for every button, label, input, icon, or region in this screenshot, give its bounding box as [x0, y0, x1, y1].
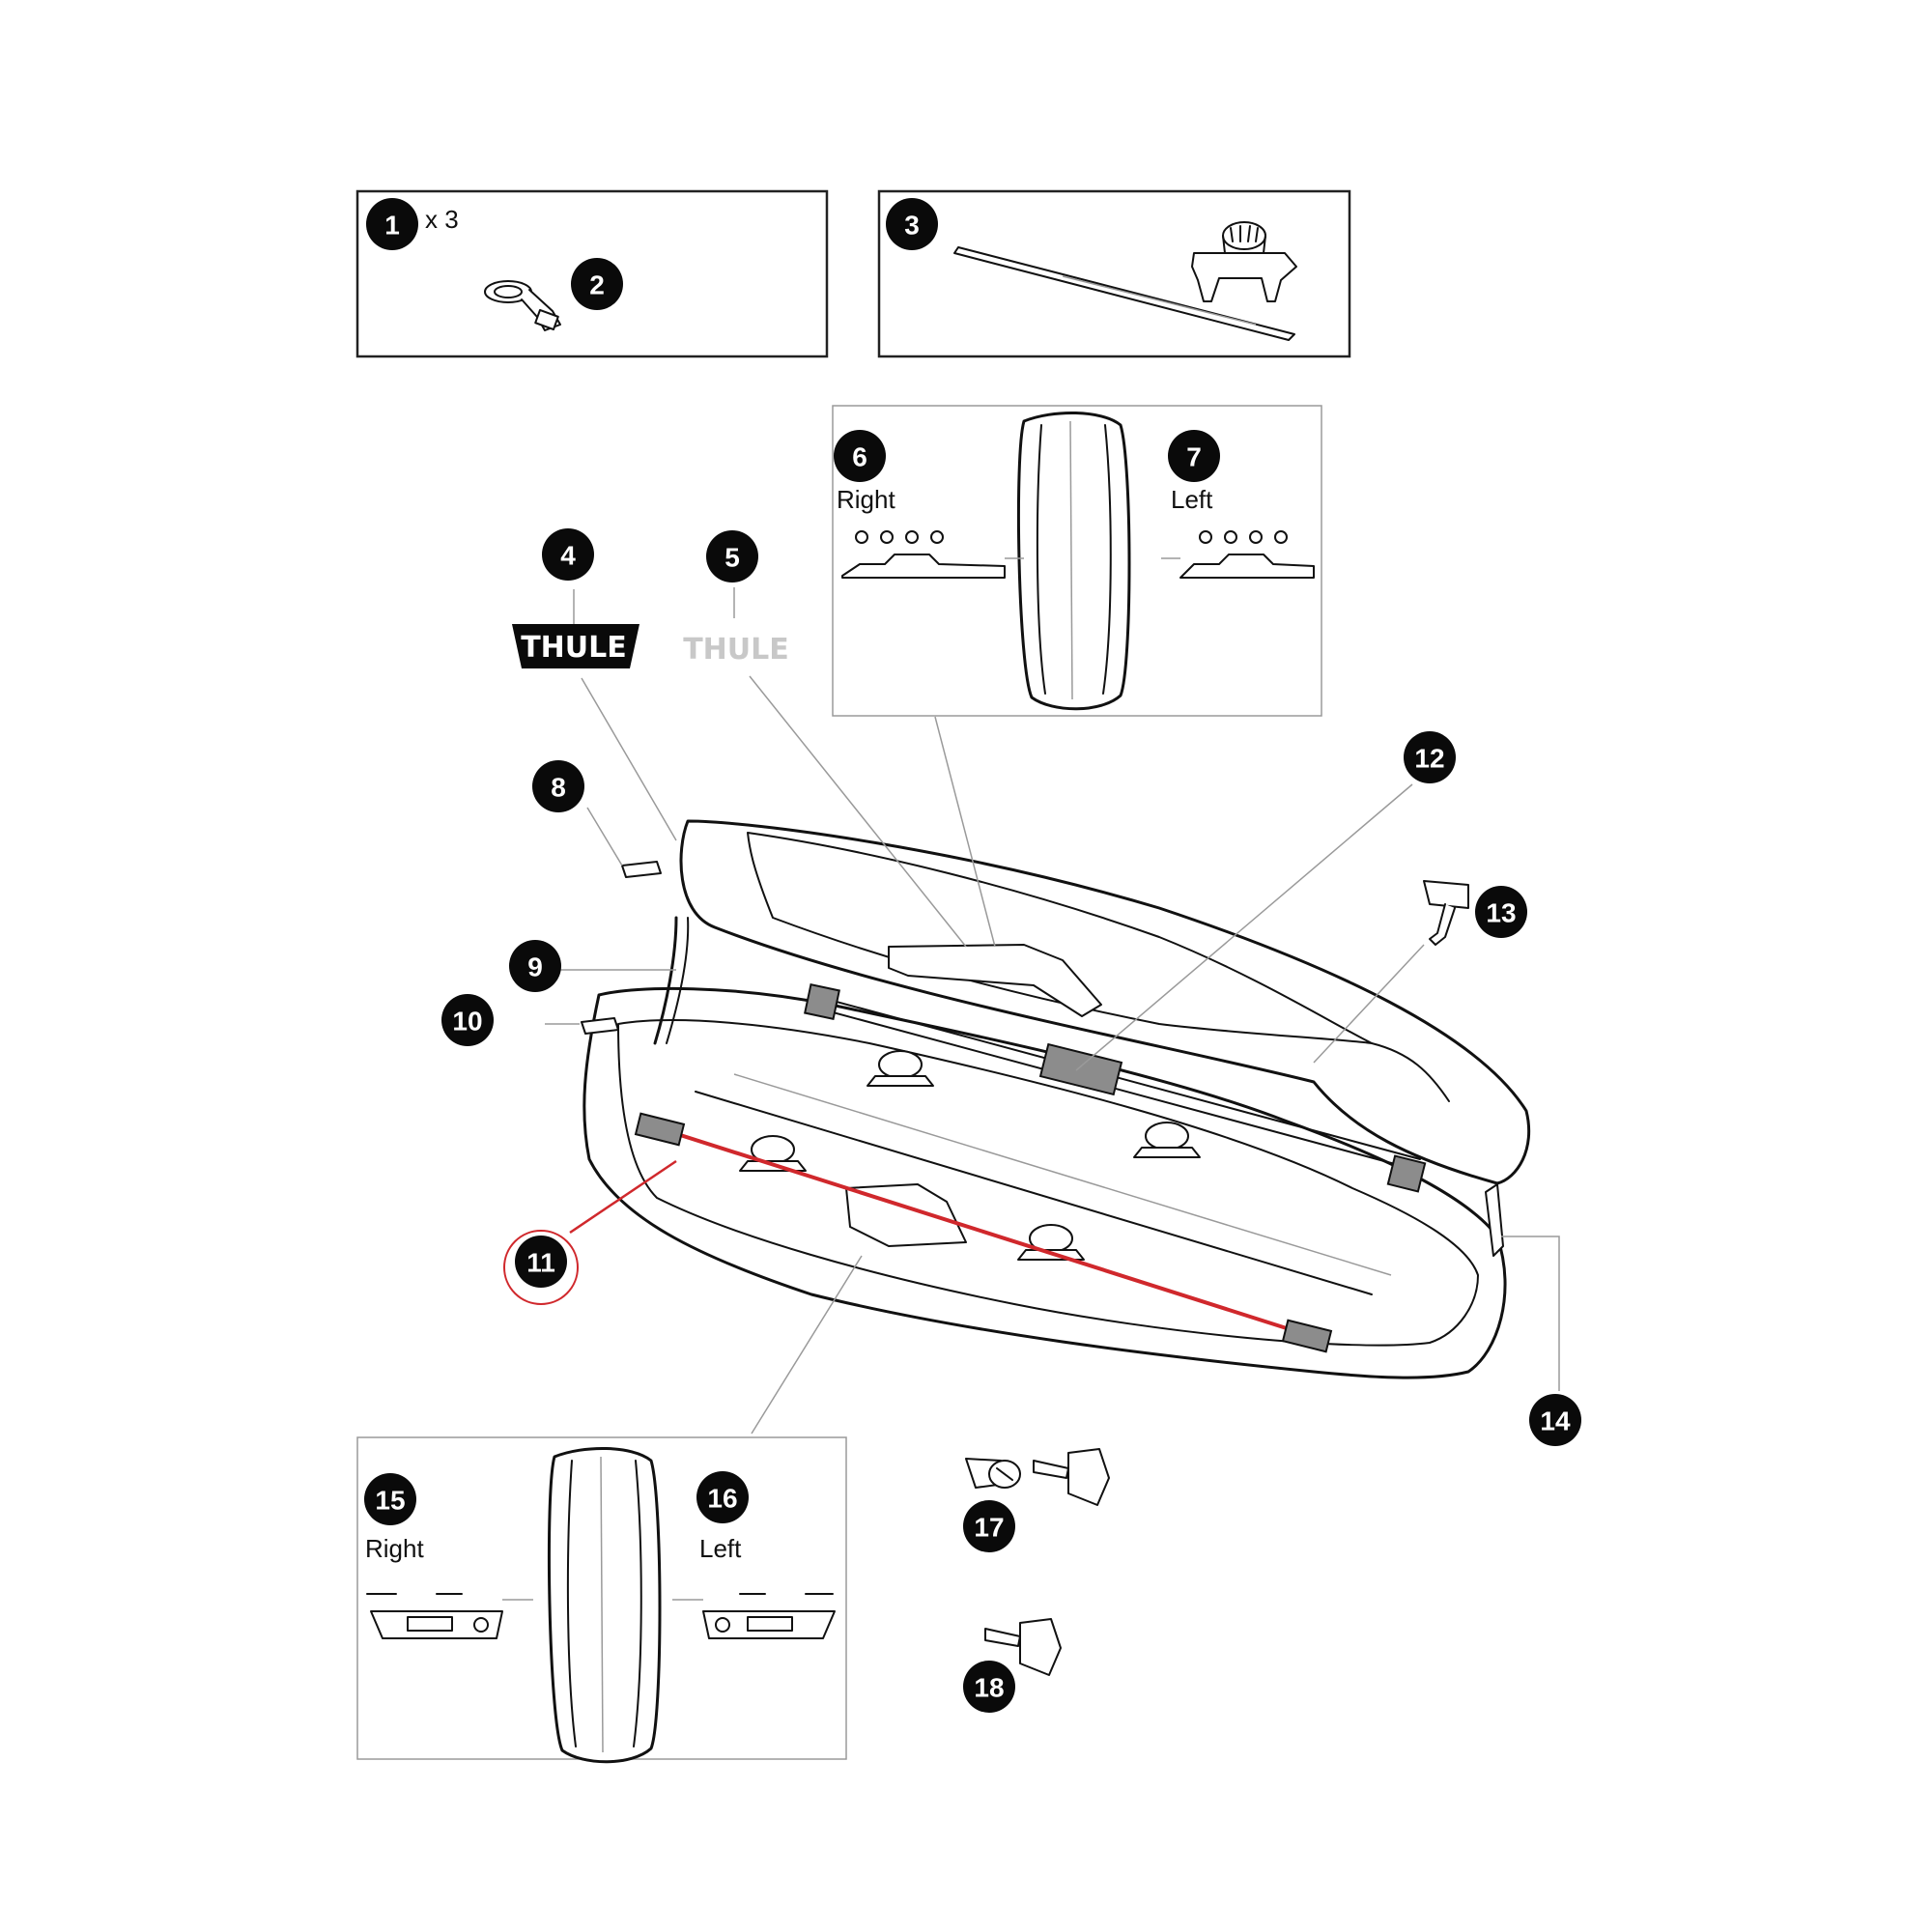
leader-lines: [545, 587, 1560, 1435]
mounting-knob-icon: [1191, 221, 1297, 302]
fitting-kit-panel: [877, 189, 1351, 358]
lid-stay: [653, 916, 678, 1045]
front-lock-housing: [845, 1183, 967, 1247]
left-lock-cover-icon: [672, 1593, 836, 1639]
callout-11-number: 11: [526, 1248, 555, 1278]
key-icon-17: [1033, 1448, 1110, 1506]
base-tray: [582, 986, 1507, 1379]
callout-1-quantity: x 3: [425, 205, 459, 234]
callout-1-badge: 1: [366, 198, 418, 250]
lock-cylinder-icon: [965, 1458, 1021, 1489]
callout-10-number: 10: [452, 1007, 482, 1037]
strap-kit-panel: [355, 189, 829, 358]
callout-5-badge: 5: [706, 530, 758, 582]
callout-2-number: 2: [589, 270, 605, 300]
callout-13-badge: 13: [1475, 886, 1527, 938]
end-cap: [1485, 1183, 1504, 1257]
roof-box-assembly: [582, 819, 1531, 1379]
callout-2-badge: 2: [571, 258, 623, 310]
callout-4-number: 4: [560, 541, 576, 571]
box-end-view-bottom: [547, 1446, 662, 1764]
callout-8-number: 8: [551, 773, 566, 803]
callout-16-side-label: Left: [699, 1534, 742, 1563]
front-rail-highlight: [652, 1124, 1315, 1339]
hinge-rear-right: [1386, 1154, 1427, 1193]
callout-8-badge: 8: [532, 760, 584, 812]
callout-16-badge: 16: [696, 1471, 749, 1523]
thule-logo-black: THULE: [512, 624, 639, 668]
callout-12-number: 12: [1414, 744, 1444, 774]
rail-end-right: [1281, 1319, 1333, 1353]
lock-cover-panel: [356, 1436, 847, 1764]
logo-text-grey: THULE: [683, 633, 789, 667]
callout-12-badge: 12: [1404, 731, 1456, 783]
bracket-13: [1423, 880, 1469, 946]
callout-18-badge: 18: [963, 1661, 1015, 1713]
pad-8: [621, 861, 662, 878]
callout-6-side-label: Right: [837, 485, 895, 514]
callout-6-badge: 6: [834, 430, 886, 482]
left-handle-icon: [1161, 530, 1315, 579]
callout-3-number: 3: [904, 211, 920, 241]
callout-9-number: 9: [527, 952, 543, 982]
thule-logo-grey: THULE: [683, 633, 789, 667]
callout-5-number: 5: [724, 543, 740, 573]
callout-9-badge: 9: [509, 940, 561, 992]
callout-7-number: 7: [1186, 442, 1202, 472]
box-end-view-top: [1016, 411, 1131, 711]
callout-11-badge: 11: [515, 1236, 567, 1288]
callout-4-badge: 4: [542, 528, 594, 581]
lid-handle: [888, 944, 1102, 1017]
callout-6-number: 6: [852, 442, 867, 472]
callout-17-badge: 17: [963, 1500, 1015, 1552]
mount-knob-2: [1133, 1122, 1201, 1158]
key-icon-18: [984, 1618, 1062, 1676]
callout-3-badge: 3: [886, 198, 938, 250]
callout-15-side-label: Right: [365, 1534, 424, 1563]
handle-kit-panel: [832, 405, 1322, 717]
callout-18-number: 18: [974, 1673, 1004, 1703]
strap-coil-icon: [484, 280, 561, 331]
right-handle-icon: [841, 530, 1024, 579]
callout-14-badge: 14: [1529, 1394, 1581, 1446]
callout-13-number: 13: [1486, 898, 1516, 928]
pad-10: [581, 1017, 619, 1035]
callout-17-number: 17: [974, 1513, 1004, 1543]
callout-15-number: 15: [375, 1486, 405, 1516]
mounting-rail-icon: [953, 246, 1295, 341]
hinge-rear-left: [804, 983, 840, 1020]
callout-15-badge: 15: [364, 1473, 416, 1525]
callout-16-number: 16: [707, 1484, 737, 1514]
callout-1-number: 1: [384, 211, 400, 241]
right-lock-cover-icon: [366, 1593, 533, 1639]
rail-end-left: [634, 1112, 686, 1147]
callout-10-badge: 10: [441, 994, 494, 1046]
callout-7-side-label: Left: [1171, 485, 1213, 514]
callout-11-highlight-ring: [503, 1230, 579, 1305]
callout-7-badge: 7: [1168, 430, 1220, 482]
logo-text-black: THULE: [521, 631, 627, 665]
callout-14-number: 14: [1540, 1406, 1571, 1436]
mount-knob-1: [867, 1050, 934, 1087]
hinge-center: [1038, 1042, 1123, 1096]
